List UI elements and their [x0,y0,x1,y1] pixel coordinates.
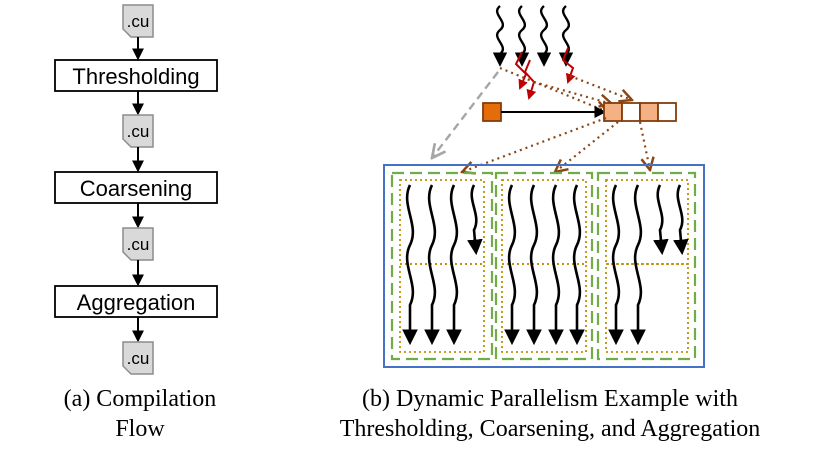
compilation-flow: .cu Thresholding .cu Coarsening .cu Aggr… [54,4,218,375]
thread-block [596,171,697,361]
launch-spike [514,51,528,90]
threshold-arrow [432,71,499,158]
dynamic-parallelism-diagram [383,5,705,368]
launch-arrow [555,121,619,172]
aggregation-arrows-in [499,66,632,112]
child-thread [504,184,520,346]
aggregation-arrow [569,74,632,100]
parent-thread [558,5,574,67]
step-label-coarsening: Coarsening [80,176,193,201]
file-label: .cu [127,122,150,141]
coarsen-region [501,263,587,353]
queue-head-cell [482,102,502,122]
queue-cell [657,102,677,122]
child-thread [402,184,418,346]
parent-thread [536,5,552,67]
child-thread [630,184,646,346]
file-label: .cu [127,235,150,254]
coarsen-region [399,263,485,353]
child-thread [467,184,483,256]
file-icon-cu-1: .cu [122,114,154,148]
thread-blocks [390,171,697,361]
child-thread [653,184,669,256]
step-box-coarsening [54,171,218,204]
aggregation-arrow [533,80,612,104]
step-box-aggregation [54,285,218,318]
child-grid [383,164,705,368]
file-label: .cu [127,349,150,368]
child-thread [569,184,585,346]
queue-cell [621,102,641,122]
child-thread [526,184,542,346]
caption-a-line-1: (a) Compilation [63,386,217,412]
thread-block [494,171,594,361]
aggregation-arrow [499,66,608,112]
child-thread [673,184,689,256]
child-thread [446,184,462,346]
caption-b-line-2: Thresholding, Coarsening, and Aggregatio… [339,416,761,442]
launch-arrow [462,116,607,172]
coarsen-region [605,263,689,353]
child-thread [424,184,440,346]
parent-threads [492,5,574,67]
file-icon-cu-0: .cu [122,4,154,38]
caption-a-line-2: Flow [115,416,165,442]
aggregation-queue [482,102,677,122]
thread-block [390,171,494,361]
step-label-thresholding: Thresholding [72,64,199,89]
coarsen-regions [399,179,689,353]
step-label-aggregation: Aggregation [77,290,196,315]
launch-spike [561,47,576,84]
parent-thread [514,5,530,67]
file-label: .cu [127,12,150,31]
caption-a: (a) Compilation Flow [0,384,280,444]
step-box-thresholding [54,59,218,92]
child-threads [402,184,689,346]
queue-cell [603,102,623,122]
launch-spikes [514,47,576,100]
file-icon-cu-2: .cu [122,227,154,261]
child-thread [608,184,624,346]
caption-b: (b) Dynamic Parallelism Example with Thr… [270,384,830,444]
aggregation-arrows-out [462,116,650,172]
launch-arrow [638,121,650,170]
launch-spike [523,59,537,100]
caption-b-line-1: (b) Dynamic Parallelism Example with [362,386,738,412]
queue-cell [639,102,659,122]
child-thread [548,184,564,346]
parent-thread [492,5,508,67]
file-icon-cu-3: .cu [122,341,154,375]
